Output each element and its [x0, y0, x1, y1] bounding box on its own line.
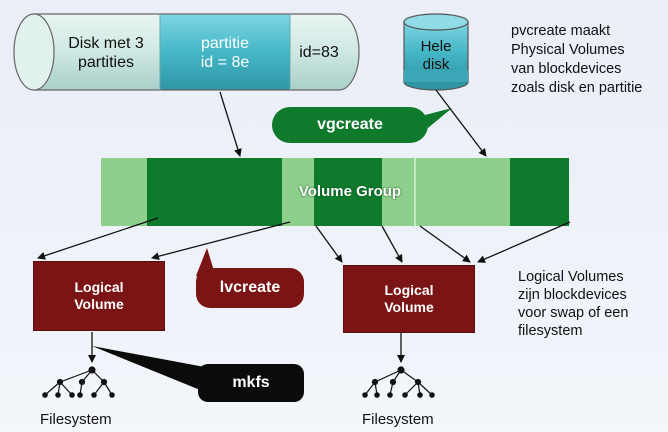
disk-cylinder — [13, 13, 360, 91]
lvcreate-bubble — [196, 248, 304, 308]
logical-volume-right: Logical Volume — [343, 265, 475, 333]
pvcreate-note: pvcreate maakt Physical Volumes van bloc… — [511, 23, 643, 96]
arrows — [37, 89, 571, 363]
disk-cylinder-cap — [13, 13, 55, 91]
filesystem-label-left: Filesystem — [40, 411, 112, 428]
volume-group-label: Volume Group — [298, 183, 402, 200]
filesystem-tree-icon-left — [42, 366, 115, 398]
vg-extent-free-3 — [382, 158, 510, 226]
partition-83-label: id=83 — [299, 44, 339, 61]
filesystem-label-right: Filesystem — [362, 411, 434, 428]
whole-disk-cylinder — [403, 13, 469, 91]
logical-volumes-note: Logical Volumes zijn blockdevices voor s… — [518, 269, 629, 339]
vgcreate-bubble — [272, 107, 452, 143]
mkfs-label: mkfs — [232, 374, 270, 391]
whole-disk-label: Hele disk — [420, 38, 452, 73]
vg-extent-free-2 — [282, 158, 314, 226]
partition-8e-segment — [160, 14, 290, 90]
logical-volume-left: Logical Volume — [33, 261, 165, 331]
lvcreate-label: lvcreate — [219, 279, 281, 296]
partition-8e-label: partitie id = 8e — [200, 35, 250, 71]
vgcreate-label: vgcreate — [317, 116, 383, 133]
filesystem-tree-icon-right — [362, 366, 435, 398]
mkfs-bubble — [92, 346, 304, 402]
disk-segment-1-label: Disk met 3 partities — [68, 35, 144, 71]
volume-group-bar — [101, 158, 569, 226]
vg-extent-free-1 — [101, 158, 147, 226]
